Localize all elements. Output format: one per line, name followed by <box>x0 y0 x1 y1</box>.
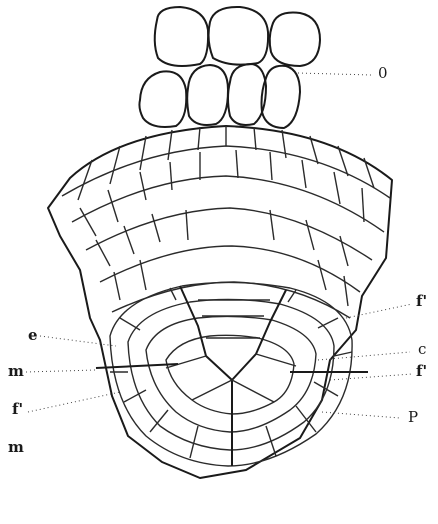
cap-cell <box>187 65 228 125</box>
cap-cell <box>228 64 266 125</box>
stele-radial <box>150 410 168 432</box>
leader-f-right-lower <box>330 374 412 380</box>
label-m-lower: m <box>8 440 24 455</box>
wall <box>306 220 314 250</box>
layer-arc <box>72 176 384 232</box>
cap-cells <box>139 7 372 128</box>
wall <box>340 236 348 266</box>
wall <box>168 130 172 160</box>
stele-radial <box>266 426 276 456</box>
outer-boundary <box>48 126 392 478</box>
wall <box>254 127 256 150</box>
wall <box>140 172 146 200</box>
label-o: 0 <box>378 66 388 81</box>
wall <box>170 162 172 190</box>
cap-cell <box>209 7 269 65</box>
central-wall <box>166 356 206 368</box>
wall <box>302 160 306 188</box>
wall <box>80 208 96 236</box>
wall <box>186 210 188 240</box>
leader-o <box>298 73 372 75</box>
wall <box>96 240 110 266</box>
outer-layers <box>48 126 392 478</box>
wall <box>236 150 238 178</box>
label-m-upper: m <box>8 364 24 379</box>
leader-f-right-upper <box>346 304 412 318</box>
wall <box>362 188 364 222</box>
label-p: P <box>408 410 418 425</box>
layer-arc <box>86 208 372 260</box>
label-f-right-lower: f' <box>416 364 427 379</box>
m-wall <box>96 364 178 368</box>
wall <box>344 276 348 306</box>
wall <box>108 190 118 222</box>
wall <box>334 172 340 204</box>
label-f-left: f' <box>12 402 23 417</box>
cap-cell <box>155 7 208 66</box>
central-wall <box>192 380 232 400</box>
label-e: e <box>28 328 38 343</box>
label-f-right-upper: f' <box>416 294 427 309</box>
stele-radial <box>120 318 140 330</box>
cap-cell <box>270 13 320 66</box>
cap-cell <box>139 71 186 127</box>
wall <box>140 136 146 170</box>
wall <box>140 260 146 290</box>
wall <box>318 260 326 290</box>
wall <box>270 152 272 180</box>
stele-ring <box>166 335 294 414</box>
wall <box>114 272 120 300</box>
label-c: c <box>418 342 426 357</box>
leader-f-left <box>28 392 120 412</box>
radial-walls <box>78 126 374 306</box>
cap-cell <box>262 66 301 128</box>
leaders <box>26 304 412 418</box>
wall <box>152 214 160 242</box>
stele-radial <box>124 390 146 402</box>
central-wall <box>232 380 274 402</box>
leader-m-upper <box>26 370 96 372</box>
leader-e <box>40 336 116 346</box>
wall <box>198 127 200 150</box>
